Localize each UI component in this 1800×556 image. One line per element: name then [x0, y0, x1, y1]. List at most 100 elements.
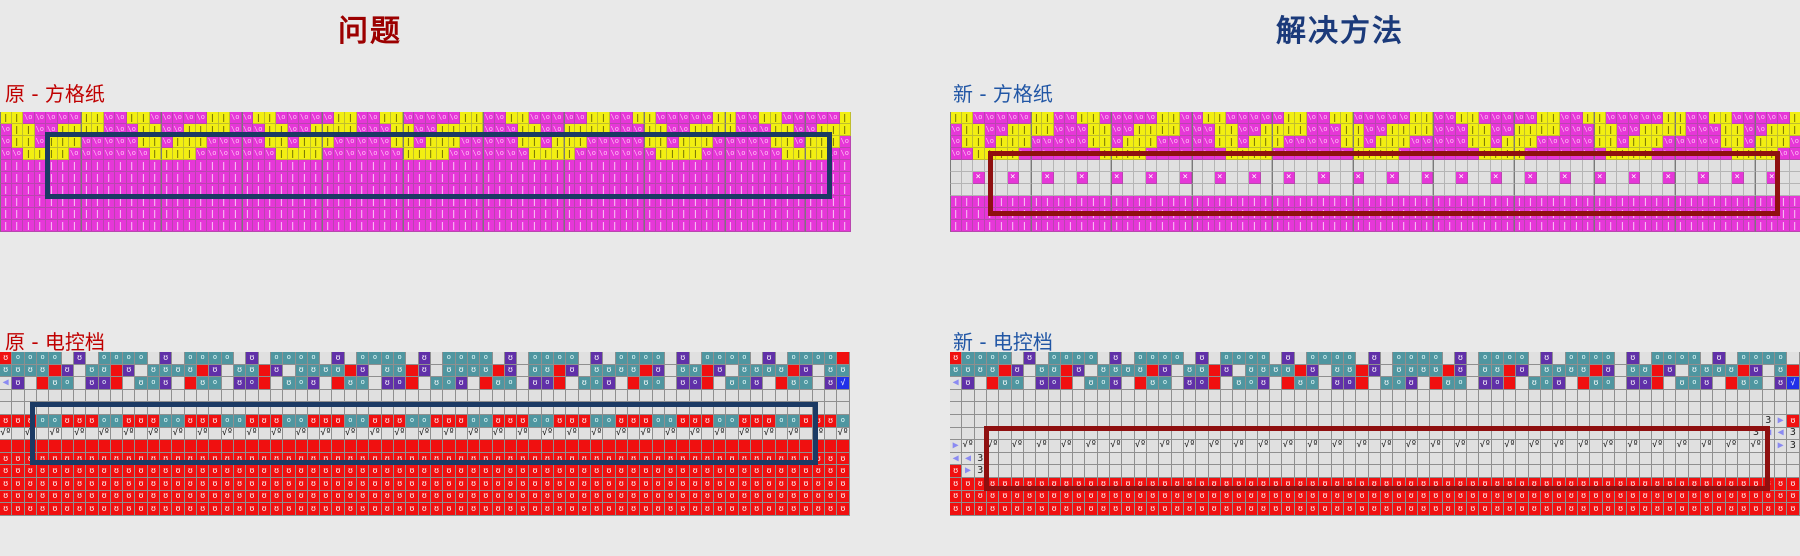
grid-cell[interactable]: ʊ [652, 364, 665, 378]
grid-cell[interactable]: ʊ [455, 490, 468, 504]
grid-cell[interactable]: | [1778, 208, 1790, 221]
grid-cell[interactable] [1344, 440, 1357, 453]
grid-cell[interactable]: ʊ [160, 352, 173, 365]
grid-cell[interactable]: ʊ [726, 452, 739, 466]
grid-cell[interactable]: \o [23, 112, 35, 125]
grid-cell[interactable] [1513, 184, 1525, 197]
grid-cell[interactable]: \o [1743, 124, 1755, 137]
grid-cell[interactable]: ʊ [677, 364, 690, 378]
grid-cell[interactable]: | [1099, 148, 1111, 161]
grid-cell[interactable]: | [770, 184, 782, 197]
grid-cell[interactable]: ʊ [418, 503, 431, 516]
grid-cell[interactable]: \o [1732, 112, 1744, 125]
grid-cell[interactable]: | [736, 184, 748, 197]
grid-cell[interactable] [1688, 414, 1702, 428]
grid-cell[interactable]: ʊ [307, 414, 321, 428]
grid-cell[interactable]: | [1042, 208, 1054, 221]
grid-cell[interactable] [1651, 452, 1665, 466]
grid-cell[interactable]: ʊ [517, 465, 530, 478]
grid-cell[interactable] [1214, 184, 1226, 197]
grid-cell[interactable]: ʊ [1602, 477, 1615, 491]
grid-cell[interactable]: | [1421, 208, 1433, 221]
grid-cell[interactable]: ʊ [664, 503, 678, 516]
grid-cell[interactable]: √º [615, 427, 628, 441]
grid-cell[interactable] [974, 389, 987, 403]
grid-cell[interactable]: \o [1456, 136, 1468, 149]
grid-cell[interactable]: √º [1134, 440, 1147, 453]
grid-cell[interactable] [1639, 414, 1652, 428]
grid-cell[interactable]: ʊ [184, 452, 197, 466]
grid-cell[interactable] [49, 389, 62, 403]
grid-cell[interactable]: | [1467, 112, 1479, 125]
grid-cell[interactable]: | [1226, 148, 1238, 161]
grid-cell[interactable] [1701, 414, 1714, 428]
grid-cell[interactable] [1491, 414, 1505, 428]
grid-cell[interactable] [1237, 172, 1249, 185]
grid-cell[interactable]: | [621, 220, 633, 233]
grid-cell[interactable] [1331, 452, 1344, 466]
grid-cell[interactable]: | [1410, 220, 1422, 233]
grid-cell[interactable]: ʊ [677, 490, 690, 504]
grid-cell[interactable]: | [1145, 196, 1157, 209]
grid-cell[interactable]: ʊ [98, 503, 111, 516]
grid-cell[interactable]: ʊ [677, 414, 690, 428]
grid-cell[interactable]: | [23, 208, 35, 221]
grid-cell[interactable]: ʊ [258, 414, 271, 428]
grid-cell[interactable]: \o [103, 136, 115, 149]
grid-cell[interactable]: ʊ [1602, 503, 1615, 516]
grid-cell[interactable]: \o [241, 124, 253, 137]
grid-cell[interactable] [1516, 452, 1529, 466]
grid-cell[interactable]: | [253, 184, 265, 197]
grid-cell[interactable] [1565, 427, 1578, 441]
grid-cell[interactable]: ʊ [1319, 490, 1332, 504]
grid-cell[interactable]: \o [494, 136, 506, 149]
grid-cell[interactable]: ʊ [800, 414, 813, 428]
grid-cell[interactable]: | [414, 220, 426, 233]
grid-cell[interactable]: √º [369, 427, 382, 441]
grid-cell[interactable] [270, 402, 284, 415]
grid-cell[interactable] [1147, 364, 1160, 378]
grid-cell[interactable]: o [1257, 352, 1271, 365]
grid-cell[interactable]: √º [1627, 440, 1640, 453]
grid-cell[interactable]: | [345, 184, 357, 197]
grid-cell[interactable]: ʊ [1110, 364, 1123, 378]
grid-cell[interactable]: ▶ [1774, 414, 1788, 428]
grid-cell[interactable] [1319, 389, 1332, 403]
grid-cell[interactable]: | [103, 196, 115, 209]
grid-cell[interactable]: ʊ [455, 364, 468, 378]
grid-cell[interactable] [1134, 377, 1147, 390]
grid-cell[interactable]: | [34, 148, 46, 161]
grid-cell[interactable]: ʊ [578, 503, 591, 516]
grid-cell[interactable]: | [1237, 196, 1249, 209]
grid-cell[interactable] [504, 440, 518, 453]
grid-cell[interactable]: | [425, 148, 437, 161]
grid-cell[interactable] [1479, 452, 1492, 466]
grid-cell[interactable]: ʊ [664, 465, 678, 478]
grid-cell[interactable] [61, 402, 74, 415]
grid-cell[interactable] [492, 389, 505, 403]
grid-cell[interactable]: | [1582, 208, 1594, 221]
grid-cell[interactable]: | [149, 184, 161, 197]
grid-cell[interactable]: \o [1134, 112, 1146, 125]
grid-cell[interactable] [974, 427, 987, 441]
grid-cell[interactable]: ʊ [566, 490, 579, 504]
grid-cell[interactable]: ʊ [950, 352, 963, 365]
grid-cell[interactable]: | [632, 160, 644, 173]
grid-cell[interactable] [98, 402, 111, 415]
grid-cell[interactable]: o [98, 377, 111, 390]
grid-cell[interactable]: ʊ [529, 465, 542, 478]
grid-cell[interactable] [1528, 364, 1541, 378]
grid-cell[interactable] [824, 389, 838, 403]
grid-cell[interactable]: | [655, 172, 667, 185]
grid-cell[interactable] [1743, 184, 1755, 197]
grid-cell[interactable] [1319, 402, 1332, 415]
grid-cell[interactable]: | [1318, 208, 1330, 221]
grid-cell[interactable] [1725, 452, 1738, 466]
grid-cell[interactable]: \o [402, 112, 414, 125]
grid-cell[interactable]: ʊ [492, 503, 505, 516]
grid-cell[interactable]: ʊ [1011, 477, 1024, 491]
grid-cell[interactable]: | [460, 220, 472, 233]
grid-cell[interactable] [800, 427, 813, 441]
grid-cell[interactable] [664, 377, 678, 390]
grid-cell[interactable]: o [1504, 352, 1517, 365]
